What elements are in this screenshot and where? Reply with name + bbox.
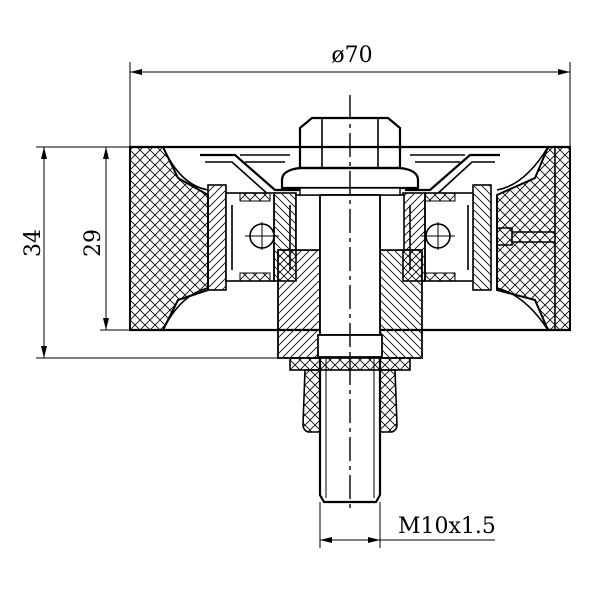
- dimension-pulley-width: 29: [81, 147, 130, 331]
- overall-height-label: 34: [21, 229, 46, 257]
- dimension-overall-height: 34: [21, 146, 290, 359]
- pulley-width-label: 29: [81, 229, 106, 257]
- outer-diameter-label: ø70: [331, 43, 372, 68]
- pulley-left-section: [129, 146, 209, 331]
- center-hub: [277, 194, 423, 359]
- dust-shield: [200, 153, 500, 197]
- threaded-stud: [318, 357, 382, 504]
- pulley-right-section: [496, 146, 571, 331]
- dimension-outer-diameter: ø70: [129, 43, 571, 147]
- dimension-thread: M10x1.5: [319, 502, 496, 548]
- pulley-body: [129, 145, 571, 332]
- thread-spec-label: M10x1.5: [398, 514, 496, 539]
